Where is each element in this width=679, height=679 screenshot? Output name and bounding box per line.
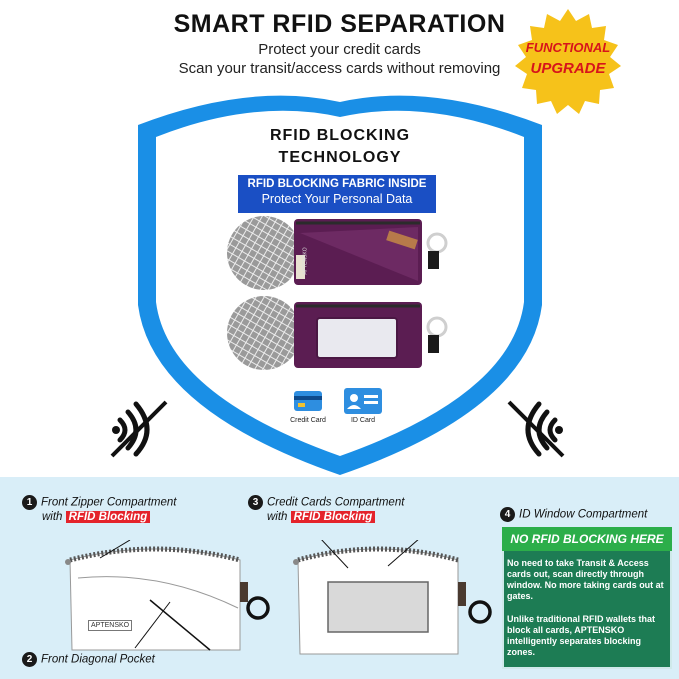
- step-3-rfid: with RFID Blocking: [267, 511, 376, 523]
- step-3-text: Credit Cards Compartment: [267, 496, 405, 509]
- credit-card-icon: [294, 391, 322, 411]
- step-2-label: 2 Front Diagonal Pocket: [22, 652, 155, 667]
- step-4-label: 4 ID Window Compartment: [500, 507, 647, 522]
- info-paragraph-2: Unlike traditional RFID wallets that blo…: [507, 614, 656, 657]
- rfid-mesh-swatch-2: [227, 296, 301, 370]
- step-3-rfid-tag: RFID Blocking: [290, 511, 376, 523]
- step-1-text: Front Zipper Compartment: [41, 496, 177, 509]
- step-1-with: with: [42, 511, 63, 523]
- subtitle-line-2: Scan your transit/access cards without r…: [178, 60, 501, 77]
- shield-title-2: TECHNOLOGY: [278, 149, 402, 166]
- step-3-number: 3: [248, 495, 263, 510]
- pouch-brand-label: APTENSKO: [302, 247, 309, 275]
- shield-title-1: RFID BLOCKING: [269, 127, 411, 144]
- no-rfid-heading: NO RFID BLOCKING HERE: [502, 527, 672, 551]
- badge-line-1: FUNCTIONAL: [525, 40, 611, 55]
- signal-waves-right-icon: [507, 400, 565, 458]
- fabric-banner-line-2: Protect Your Personal Data: [261, 192, 413, 206]
- step-1-number: 1: [22, 495, 37, 510]
- step-1-rfid: with RFID Blocking: [42, 511, 151, 523]
- step-2-text: Front Diagonal Pocket: [41, 653, 155, 666]
- fabric-and-pouch-images: [227, 216, 448, 370]
- step-1-rfid-tag: RFID Blocking: [65, 511, 151, 523]
- step-3-label: 3 Credit Cards Compartment: [248, 495, 404, 510]
- signal-waves-left-icon: [110, 400, 168, 458]
- credit-card-label: Credit Card: [290, 417, 326, 424]
- page-title: SMART RFID SEPARATION: [173, 10, 506, 38]
- id-card-label: ID Card: [350, 417, 376, 424]
- step-3-with: with: [267, 511, 288, 523]
- subtitle-line-1: Protect your credit cards: [258, 41, 421, 58]
- rfid-mesh-swatch-1: [227, 216, 301, 290]
- step-2-number: 2: [22, 652, 37, 667]
- badge-line-2: UPGRADE: [530, 60, 606, 77]
- upgrade-badge: [515, 9, 621, 114]
- pouch-brand-tag: APTENSKO: [88, 620, 133, 631]
- fabric-banner: RFID BLOCKING FABRIC INSIDE Protect Your…: [238, 175, 436, 213]
- id-card-icon: [344, 388, 382, 414]
- pouch-diagram-back: [293, 540, 492, 655]
- step-4-number: 4: [500, 507, 515, 522]
- step-1-label: 1 Front Zipper Compartment: [22, 495, 177, 510]
- step-4-text: ID Window Compartment: [519, 508, 648, 521]
- fabric-banner-line-1: RFID BLOCKING FABRIC INSIDE: [247, 178, 427, 190]
- pouch-diagram-front: [65, 540, 270, 651]
- info-paragraph-1: No need to take Transit & Access cards o…: [507, 558, 664, 601]
